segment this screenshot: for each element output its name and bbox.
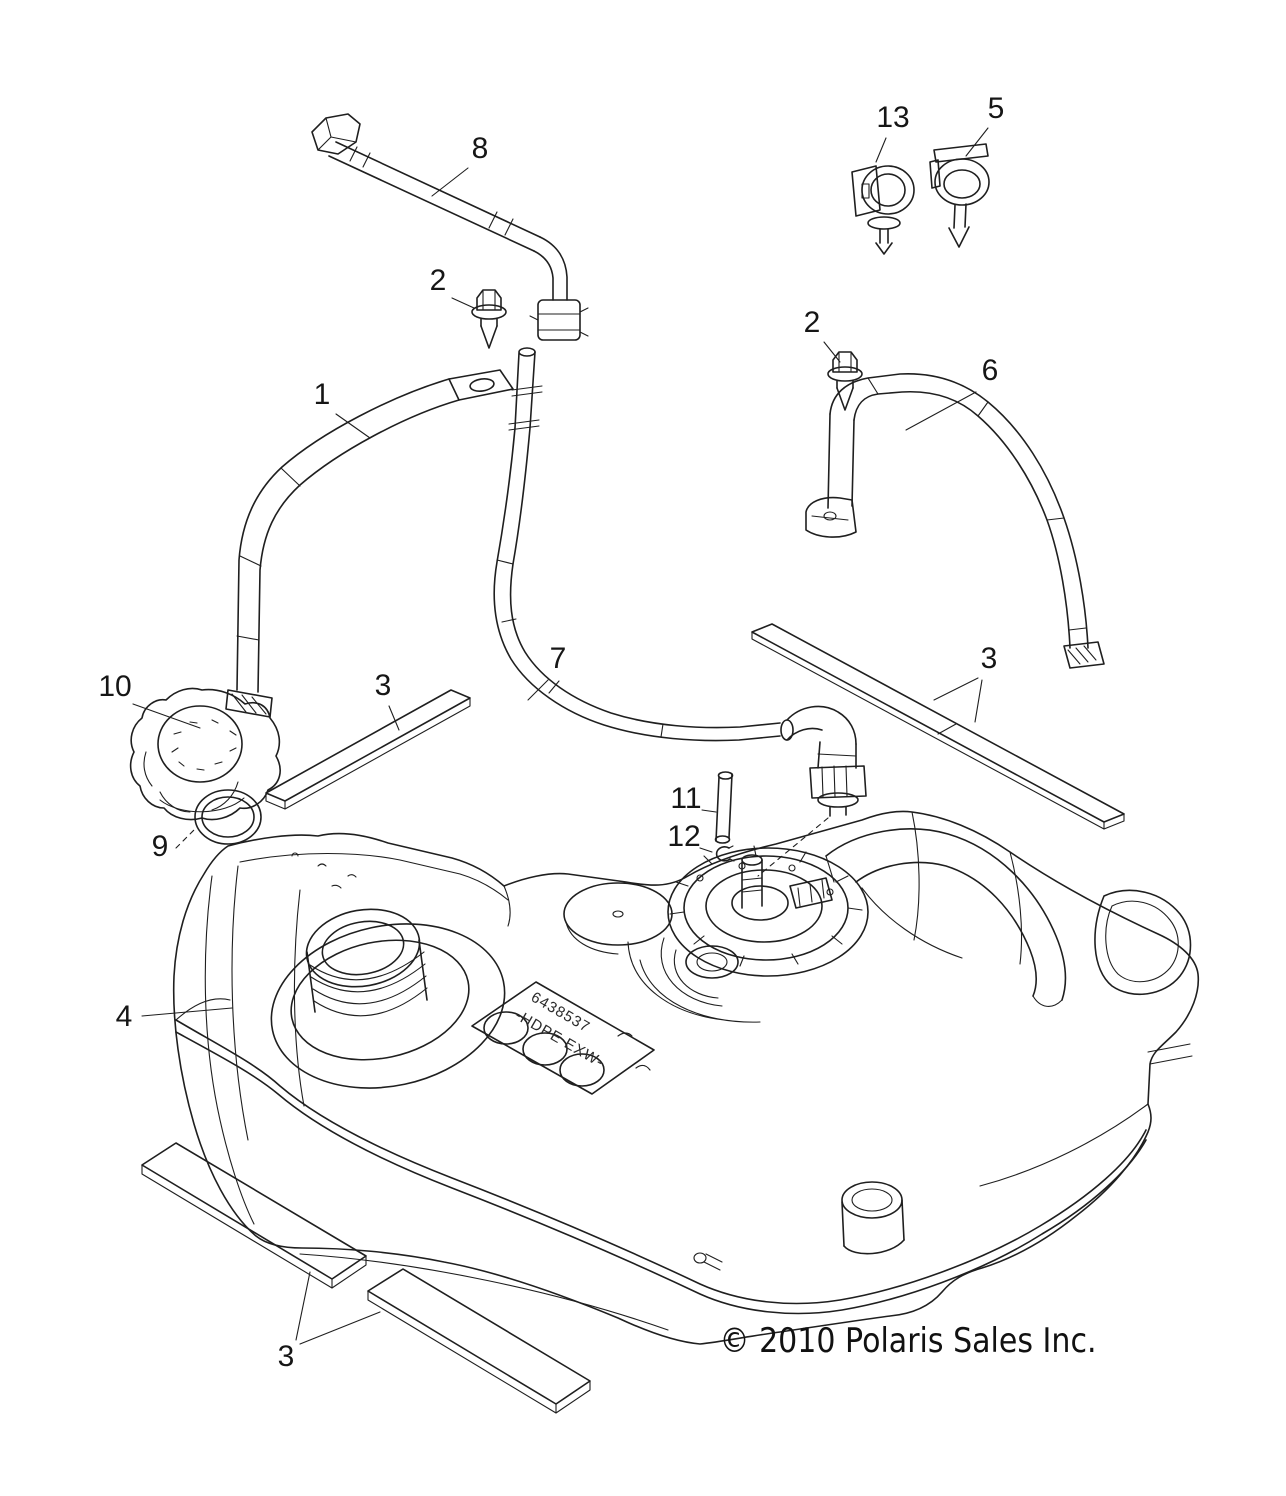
tank-strap-1 [225, 369, 514, 718]
svg-text:3: 3 [278, 1340, 295, 1373]
callout-7: 7 [527, 642, 567, 701]
svg-text:8: 8 [472, 132, 489, 165]
pump-connector [789, 877, 833, 909]
svg-text:7: 7 [550, 642, 567, 675]
assembly-reference-line [757, 817, 829, 877]
quick-connector [537, 299, 581, 341]
svg-text:13: 13 [876, 101, 909, 134]
fuel-pump-assembly [627, 845, 869, 1023]
callout-8: 8 [431, 132, 489, 197]
strap-bolt-hole [823, 511, 837, 521]
callout-4: 4 [116, 1000, 233, 1033]
callout-11: 11 [670, 782, 717, 815]
callout-5: 5 [965, 92, 1005, 157]
tank-label: 6438537 -HDPE EXW- [471, 981, 655, 1095]
tank-seam [175, 1019, 1147, 1305]
callout-2-right: 2 [804, 306, 841, 363]
callout-3-left: 3 [375, 669, 400, 731]
elbow-fitting [757, 705, 867, 877]
fuel-line-8 [311, 113, 589, 341]
svg-text:2: 2 [430, 264, 447, 297]
molded-symbols [291, 852, 357, 889]
hose-clamp-13 [851, 165, 915, 255]
svg-text:4: 4 [116, 1000, 133, 1033]
cap-molded-text-marks [171, 719, 237, 771]
filler-neck [270, 908, 506, 1089]
flange-bolt-2-left [471, 289, 507, 349]
lock-ring-tabs [669, 845, 863, 967]
callout-10: 10 [98, 670, 201, 729]
svg-text:10: 10 [98, 670, 131, 703]
svg-text:11: 11 [670, 782, 701, 815]
callout-3-right: 3 [933, 642, 998, 723]
fuel-tank-4: 6438537 -HDPE EXW- [172, 810, 1200, 1345]
sump [841, 1181, 905, 1255]
foam-strip-3-bottom-left [141, 1142, 367, 1289]
copyright-text: © 2010 Polaris Sales Inc. [720, 1321, 1097, 1361]
strap-bolt-hole [469, 378, 495, 392]
hose-clamp-5 [929, 143, 990, 248]
vent-tube-11 [714, 771, 734, 844]
svg-text:2: 2 [804, 306, 821, 339]
fuel-cap-10 [129, 687, 281, 821]
svg-text:5: 5 [988, 92, 1005, 125]
svg-text:3: 3 [375, 669, 392, 702]
svg-text:3: 3 [981, 642, 998, 675]
foam-strip-3-left [265, 689, 471, 810]
flange-bolt-2-right [827, 351, 863, 411]
callout-1: 1 [314, 378, 371, 439]
vent-hose-7 [493, 347, 781, 742]
svg-text:1: 1 [314, 378, 331, 411]
tank-strap-6 [805, 373, 1105, 669]
filler-opening [321, 920, 405, 976]
callout-13: 13 [875, 101, 910, 163]
foam-strip-3-bottom-right [367, 1268, 591, 1414]
svg-text:9: 9 [152, 830, 169, 863]
callout-2-left: 2 [430, 264, 475, 309]
callout-12: 12 [667, 820, 713, 853]
svg-text:6: 6 [982, 354, 999, 387]
callout-3-bottom: 3 [278, 1271, 381, 1373]
cap-seal-9 [194, 789, 262, 845]
callout-6: 6 [905, 354, 999, 431]
callout-9: 9 [152, 827, 197, 863]
foam-strip-3-right [751, 623, 1125, 830]
callouts: 8 13 5 2 2 6 1 7 3 3 10 9 11 12 4 3 [98, 92, 1004, 1373]
svg-text:12: 12 [667, 820, 700, 853]
thread-lines [309, 951, 428, 1017]
